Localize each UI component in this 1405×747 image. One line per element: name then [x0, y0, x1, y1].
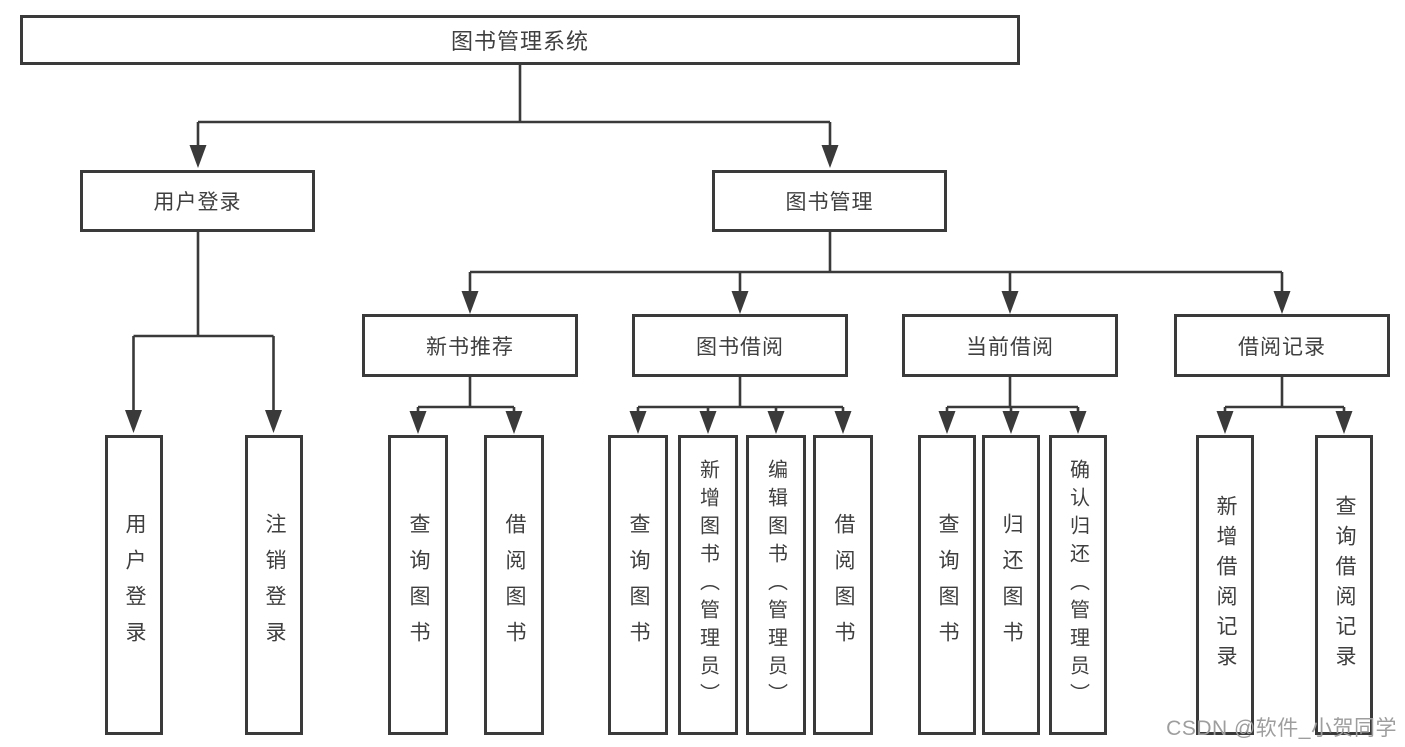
node-label: 查询图书: [936, 513, 959, 657]
leaf-confirm-return-admin: 确认归还（管理员）: [1049, 435, 1107, 735]
leaf-borrow-books: 借阅图书: [813, 435, 873, 735]
node-label: 查询图书: [407, 513, 430, 657]
node-label: 借阅图书: [503, 513, 526, 657]
node-user-login: 用户登录: [80, 170, 315, 232]
node-label: 查询借阅记录: [1333, 495, 1356, 675]
node-label: 查询图书: [627, 513, 650, 657]
watermark: CSDN @软件_小贺同学: [1166, 717, 1397, 740]
node-label: 图书借阅: [696, 335, 784, 359]
node-label: 编辑图书（管理员）: [764, 459, 787, 711]
node-book-management-system: 图书管理系统: [20, 15, 1020, 65]
node-new-book-recommend: 新书推荐: [362, 314, 578, 377]
leaf-add-books-admin: 新增图书（管理员）: [678, 435, 738, 735]
node-label: 新增借阅记录: [1214, 495, 1237, 675]
node-label: 当前借阅: [966, 335, 1054, 359]
leaf-query-books-recommend: 查询图书: [388, 435, 448, 735]
node-book-borrowing: 图书借阅: [632, 314, 848, 377]
leaf-query-books-borrowing: 查询图书: [608, 435, 668, 735]
leaf-user-login: 用户登录: [105, 435, 163, 735]
node-label: 归还图书: [1000, 513, 1023, 657]
node-label: 用户登录: [153, 191, 242, 214]
leaf-add-borrow-record: 新增借阅记录: [1196, 435, 1254, 735]
node-label: 注销登录: [263, 513, 286, 657]
node-label: 图书管理系统: [450, 29, 589, 54]
leaf-logout: 注销登录: [245, 435, 303, 735]
node-current-borrowing: 当前借阅: [902, 314, 1118, 377]
leaf-return-books: 归还图书: [982, 435, 1040, 735]
node-label: 确认归还（管理员）: [1066, 459, 1089, 711]
node-label: 新增图书（管理员）: [696, 459, 719, 711]
node-label: 借阅记录: [1238, 335, 1326, 359]
node-label: 图书管理: [785, 191, 874, 214]
node-borrowing-records: 借阅记录: [1174, 314, 1390, 377]
node-book-management: 图书管理: [712, 170, 947, 232]
node-label: 用户登录: [123, 513, 146, 657]
leaf-query-borrow-record: 查询借阅记录: [1315, 435, 1373, 735]
node-label: 新书推荐: [426, 335, 514, 359]
leaf-borrow-books-recommend: 借阅图书: [484, 435, 544, 735]
node-label: 借阅图书: [832, 513, 855, 657]
leaf-query-books-current: 查询图书: [918, 435, 976, 735]
leaf-edit-books-admin: 编辑图书（管理员）: [746, 435, 806, 735]
